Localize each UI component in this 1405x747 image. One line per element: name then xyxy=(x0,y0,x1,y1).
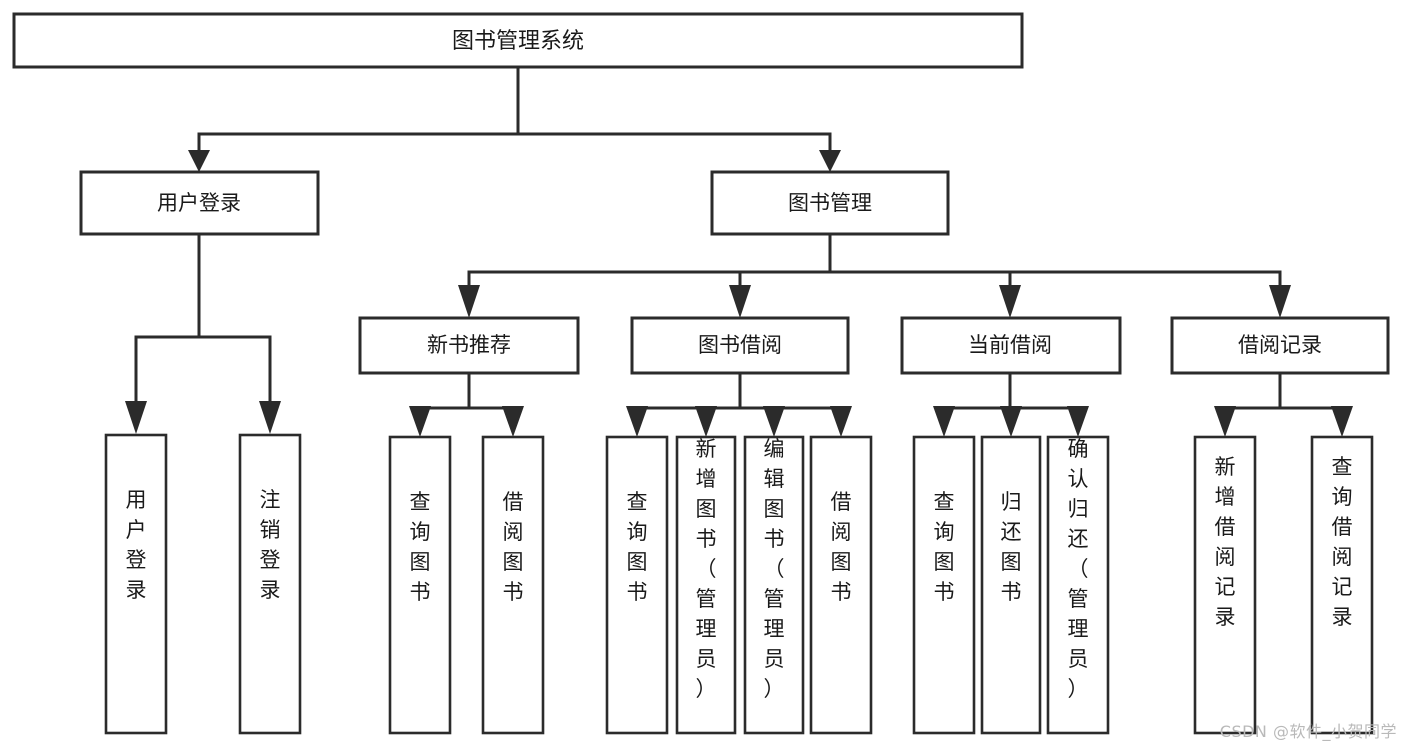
leaf-bb-borrow-book-box[interactable] xyxy=(809,435,873,735)
node-book-borrow-box[interactable] xyxy=(630,316,850,375)
node-current-borrow-label: 当前借阅 xyxy=(968,333,1052,357)
node-new-book-recommend[interactable]: 新书推荐 xyxy=(358,316,580,375)
arrowhead-newbook-leaf-1 xyxy=(409,406,431,437)
arrowhead-currentborrow-leaf-1 xyxy=(933,406,955,437)
node-user-login[interactable]: 用户登录 xyxy=(79,170,320,236)
arrowhead-book-borrow xyxy=(729,285,751,318)
leaf-node[interactable]: 新增图书（管理员） xyxy=(675,435,737,735)
leaf-br-add-record-box[interactable] xyxy=(1193,435,1257,735)
leaf-user-login-label: 用户登录 xyxy=(126,488,147,602)
leaf-br-query-record-box[interactable] xyxy=(1310,435,1374,735)
node-borrow-record-label: 借阅记录 xyxy=(1238,333,1322,357)
node-root-box[interactable] xyxy=(12,12,1024,69)
leaf-nb-query-book-label: 查询图书 xyxy=(410,490,431,604)
leaf-nb-query-book-box[interactable] xyxy=(388,435,452,735)
node-book-manage-label: 图书管理 xyxy=(788,191,872,215)
leaf-node[interactable]: 借阅图书 xyxy=(481,435,545,735)
arrowhead-bookborrow-leaf-1 xyxy=(626,406,648,437)
node-user-login-box[interactable] xyxy=(79,170,320,236)
arrowhead-new-book xyxy=(458,285,480,318)
leaf-nb-borrow-book-label: 借阅图书 xyxy=(503,490,524,604)
arrowhead-bookborrow-leaf-3 xyxy=(763,406,785,437)
leaf-node[interactable]: 编辑图书（管理员） xyxy=(743,435,805,735)
connector-layer xyxy=(125,65,1353,437)
arrowhead-book-manage xyxy=(819,150,841,172)
arrowhead-currentborrow-leaf-2 xyxy=(1000,406,1022,437)
node-book-borrow[interactable]: 图书借阅 xyxy=(630,316,850,375)
arrowhead-leaf-user-login-2 xyxy=(259,401,281,434)
leaf-cb-confirm-return-label: 确认归还（管理员） xyxy=(1068,437,1089,701)
node-user-login-label: 用户登录 xyxy=(157,191,241,215)
leaf-node[interactable]: 归还图书 xyxy=(980,435,1042,735)
leaf-node[interactable]: 查询图书 xyxy=(388,435,452,735)
leaf-br-query-record-label: 查询借阅记录 xyxy=(1332,455,1353,629)
leaf-node[interactable]: 查询图书 xyxy=(605,435,669,735)
leaf-node[interactable]: 查询借阅记录 xyxy=(1310,435,1374,735)
leaf-cb-query-book-label: 查询图书 xyxy=(934,490,955,604)
leaf-cb-confirm-return-box[interactable] xyxy=(1046,435,1110,735)
arrowhead-bookborrow-leaf-2 xyxy=(695,406,717,437)
arrowhead-currentborrow-leaf-3 xyxy=(1067,406,1089,437)
leaf-cb-query-book-box[interactable] xyxy=(912,435,976,735)
arrowhead-bookborrow-leaf-4 xyxy=(830,406,852,437)
arrowhead-borrow-record xyxy=(1269,285,1291,318)
leaf-br-add-record-label: 新增借阅记录 xyxy=(1215,455,1236,629)
leaf-logout-label: 注销登录 xyxy=(260,488,281,602)
arrowhead-newbook-leaf-2 xyxy=(502,406,524,437)
node-current-borrow[interactable]: 当前借阅 xyxy=(900,316,1122,375)
node-new-book-recommend-box[interactable] xyxy=(358,316,580,375)
leaf-node[interactable]: 查询图书 xyxy=(912,435,976,735)
leaf-nb-borrow-book-box[interactable] xyxy=(481,435,545,735)
node-book-manage-box[interactable] xyxy=(710,170,950,236)
node-borrow-record-box[interactable] xyxy=(1170,316,1390,375)
leaf-bb-add-book-box[interactable] xyxy=(675,435,737,735)
leaf-node[interactable]: 确认归还（管理员） xyxy=(1046,435,1110,735)
csdn-watermark: CSDN @软件_小贺同学 xyxy=(1219,722,1397,741)
leaf-node[interactable]: 借阅图书 xyxy=(809,435,873,735)
node-root[interactable]: 图书管理系统 xyxy=(12,12,1024,69)
leaf-bb-edit-book-box[interactable] xyxy=(743,435,805,735)
leaf-user-login-box[interactable] xyxy=(104,433,168,735)
leaf-bb-borrow-book-label: 借阅图书 xyxy=(831,490,852,604)
leaf-bb-edit-book-label: 编辑图书（管理员） xyxy=(764,437,785,701)
leaf-node[interactable]: 用户登录 xyxy=(104,433,168,735)
leaf-bb-query-book-label: 查询图书 xyxy=(627,490,648,604)
leaf-bb-add-book-label: 新增图书（管理员） xyxy=(696,437,717,701)
node-book-manage[interactable]: 图书管理 xyxy=(710,170,950,236)
node-root-label: 图书管理系统 xyxy=(452,29,584,54)
arrowhead-current-borrow xyxy=(999,285,1021,318)
node-borrow-record[interactable]: 借阅记录 xyxy=(1170,316,1390,375)
arrowhead-leaf-user-login-1 xyxy=(125,401,147,434)
leaf-node[interactable]: 新增借阅记录 xyxy=(1193,435,1257,735)
arrowhead-user-login xyxy=(188,150,210,172)
node-current-borrow-box[interactable] xyxy=(900,316,1122,375)
arrowhead-borrowrecord-leaf-2 xyxy=(1331,406,1353,437)
leaf-node[interactable]: 注销登录 xyxy=(238,433,302,735)
node-book-borrow-label: 图书借阅 xyxy=(698,333,782,357)
leaf-bb-query-book-box[interactable] xyxy=(605,435,669,735)
leaf-cb-return-book-box[interactable] xyxy=(980,435,1042,735)
leaf-logout-box[interactable] xyxy=(238,433,302,735)
node-new-book-recommend-label: 新书推荐 xyxy=(427,333,511,357)
leaf-cb-return-book-label: 归还图书 xyxy=(1001,490,1022,604)
arrowhead-borrowrecord-leaf-1 xyxy=(1214,406,1236,437)
